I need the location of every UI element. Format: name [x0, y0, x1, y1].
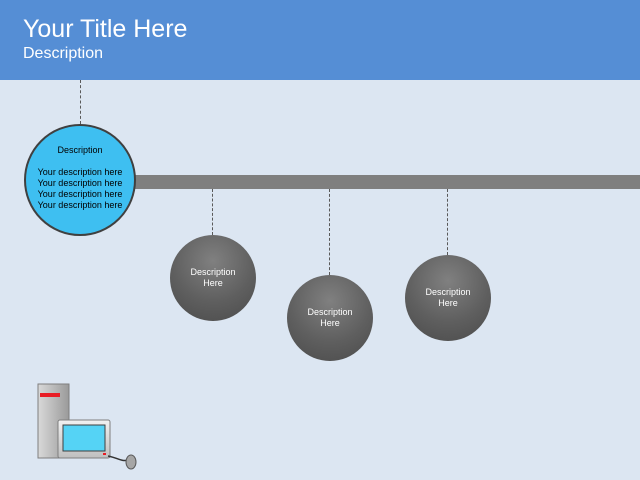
- connector-line-3: [447, 189, 448, 255]
- desktop-computer-icon: [37, 383, 137, 470]
- connector-line-1: [212, 189, 213, 235]
- timeline-bar: [120, 175, 640, 189]
- main-bubble-line: Your description here: [37, 200, 123, 210]
- description-bubble-2: Description Here: [287, 275, 373, 361]
- main-bubble-heading: Description: [57, 145, 103, 155]
- main-bubble-line: Your description here: [37, 167, 123, 177]
- bubble-label: Here: [438, 298, 458, 308]
- bubble-label: Here: [203, 278, 223, 288]
- page-subtitle: Description: [23, 45, 104, 62]
- connector-line-2: [329, 189, 330, 275]
- bubble-label: Description: [190, 267, 236, 277]
- description-bubble-3: Description Here: [405, 255, 491, 341]
- title-banner: Your Title Here Description: [0, 0, 640, 80]
- main-bubble-line: Your description here: [37, 178, 123, 188]
- connector-line-main: [80, 80, 81, 124]
- bubble-label: Here: [320, 318, 340, 328]
- main-bubble-line: Your description here: [37, 189, 123, 199]
- bubble-label: Description: [425, 287, 471, 297]
- description-bubble-1: Description Here: [170, 235, 256, 321]
- page-title: Your Title Here: [23, 15, 188, 43]
- main-description-bubble: Description Your description here Your d…: [24, 124, 136, 236]
- bubble-label: Description: [307, 307, 353, 317]
